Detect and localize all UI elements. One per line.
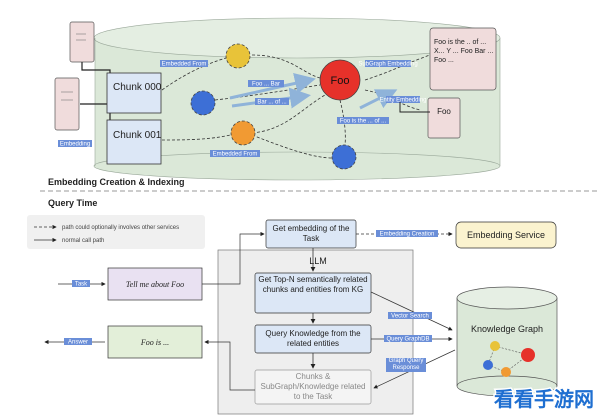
- query-time-title: Query Time: [48, 198, 97, 208]
- tag-foo-bar: Foo ... Bar: [252, 82, 280, 88]
- legend-dashed: path could optionally involves other ser…: [62, 225, 179, 231]
- chunk-001: Chunk 001: [106, 119, 162, 165]
- kg-node-blue: [483, 360, 493, 370]
- get-embedding-step: Get embedding of the Task: [265, 219, 357, 249]
- foo-description-text: Foo is the .. of ... X... Y ... Foo Bar …: [434, 39, 494, 64]
- vector-search-arrow: [370, 291, 453, 331]
- chunk-000-label: Chunk 000: [113, 82, 162, 93]
- tag-task: Task: [75, 282, 88, 288]
- chunks-subgraph-label: Chunks & SubGraph/Knowledge related to t…: [260, 372, 366, 401]
- tag-embedding-creation: Embedding Creation: [380, 232, 435, 238]
- knowledge-graph-label: Knowledge Graph: [471, 324, 543, 334]
- entity-node-blue-2: [331, 144, 357, 170]
- tag-bar-of: Bar ... of ...: [257, 100, 287, 106]
- kg-node-red: [521, 348, 535, 362]
- foo-doc-line: [399, 102, 430, 113]
- foo-node-label: Foo: [331, 75, 350, 87]
- tag-vector-search: Vector Search: [391, 314, 429, 320]
- source-doc-2: [54, 77, 80, 131]
- tag-foo-is-the: Foo is the ... of ...: [340, 119, 387, 125]
- tag-graph-query-response: Graph Query Response: [388, 358, 424, 371]
- knowledge-graph-db: Knowledge Graph: [456, 286, 558, 397]
- user-question-label: Tell me about Foo: [126, 280, 184, 289]
- entity-node-orange: [230, 120, 256, 146]
- tag-embedded-from-1: Embedded From: [162, 62, 207, 68]
- legend-solid: normal call path: [62, 238, 104, 244]
- chunks-subgraph-step: Chunks & SubGraph/Knowledge related to t…: [254, 369, 372, 405]
- foo-description-doc: Foo is the .. of ... X... Y ... Foo Bar …: [429, 27, 497, 91]
- llm-answer-label: Foo is ...: [140, 338, 169, 347]
- tag-subgraph-embedding: SubGraph Embedding: [358, 62, 417, 68]
- query-knowledge-step: Query Knowledge from the related entitie…: [254, 324, 372, 354]
- foo-doc-label: Foo: [437, 107, 451, 116]
- foo-entity-node: Foo: [319, 59, 361, 101]
- top-n-step: Get Top-N semantically related chunks an…: [254, 272, 372, 314]
- foo-doc: Foo: [427, 97, 461, 139]
- query-knowledge-label: Query Knowledge from the related entitie…: [265, 329, 361, 348]
- chunk-001-label: Chunk 001: [113, 130, 162, 141]
- tag-embedded-from-2: Embedded From: [213, 152, 258, 158]
- entity-node-yellow: [225, 43, 251, 69]
- kg-node-orange: [501, 367, 511, 377]
- watermark-text: 看看手游网: [494, 387, 594, 411]
- legend: path could optionally involves other ser…: [27, 215, 205, 249]
- user-question: Tell me about Foo: [107, 267, 203, 301]
- top-n-label: Get Top-N semantically related chunks an…: [258, 275, 368, 294]
- get-embedding-label: Get embedding of the Task: [272, 224, 350, 243]
- embedding-service-label: Embedding Service: [467, 230, 545, 240]
- llm-answer: Foo is ...: [107, 325, 203, 359]
- indexing-title: Embedding Creation & Indexing: [48, 177, 185, 187]
- query-section: Query Time path could optionally involve…: [27, 198, 558, 415]
- entity-node-blue: [190, 90, 216, 116]
- tag-query-graphdb: Query GraphDB: [386, 337, 429, 343]
- source-doc-1: [69, 21, 95, 63]
- watermark: 看看手游网: [493, 386, 596, 413]
- chunks-to-answer: [204, 339, 255, 391]
- question-to-embedding: [202, 231, 265, 285]
- tag-answer: Answer: [68, 340, 88, 346]
- llm-title: LLM: [309, 256, 327, 266]
- embedding-service: Embedding Service: [455, 221, 557, 249]
- tag-entity-embedding: Entity Embedding: [379, 98, 426, 104]
- chunk-000: Chunk 000: [106, 72, 162, 114]
- kg-node-yellow: [490, 341, 500, 351]
- indexing-section: Embedding Chunk 000 Chunk 001: [48, 17, 501, 187]
- tag-embedding: Embedding: [60, 142, 90, 148]
